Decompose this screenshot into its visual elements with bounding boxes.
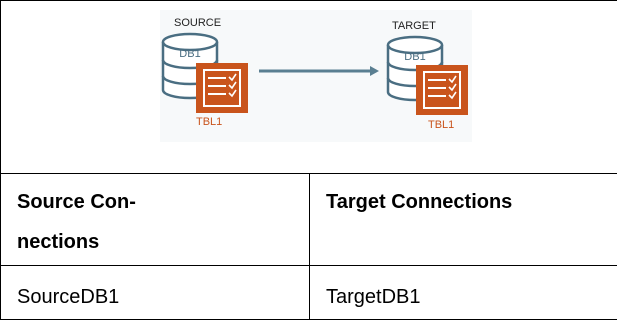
table-row: SourceDB1 TargetDB1 xyxy=(0,265,617,320)
header-row: Source Con-nections Target Connections xyxy=(0,173,617,266)
source-database-icon xyxy=(161,32,219,100)
replication-diagram: SOURCE DB1 xyxy=(160,10,472,142)
target-connection-cell: TargetDB1 xyxy=(309,265,617,320)
diagram-svg: SOURCE DB1 xyxy=(161,17,468,131)
target-caption: TARGET xyxy=(392,20,436,32)
source-connection-cell: SourceDB1 xyxy=(0,265,310,320)
target-table-icon xyxy=(416,65,468,115)
target-db-label: DB1 xyxy=(404,51,425,63)
source-caption: SOURCE xyxy=(174,17,221,29)
diagram-row: SOURCE DB1 xyxy=(0,0,617,174)
target-table-label: TBL1 xyxy=(428,119,454,131)
source-connections-header-line2: nections xyxy=(17,231,100,253)
source-db-label: DB1 xyxy=(179,48,200,60)
source-table-label: TBL1 xyxy=(196,116,222,128)
source-connections-header: Source Con-nections xyxy=(0,173,310,266)
target-connections-header: Target Connections xyxy=(309,173,617,266)
diagram-cell: SOURCE DB1 xyxy=(0,0,617,174)
source-table-icon xyxy=(196,63,248,113)
source-connections-header-line1: Source Con- xyxy=(17,191,136,213)
replication-arrow-icon xyxy=(259,66,379,76)
